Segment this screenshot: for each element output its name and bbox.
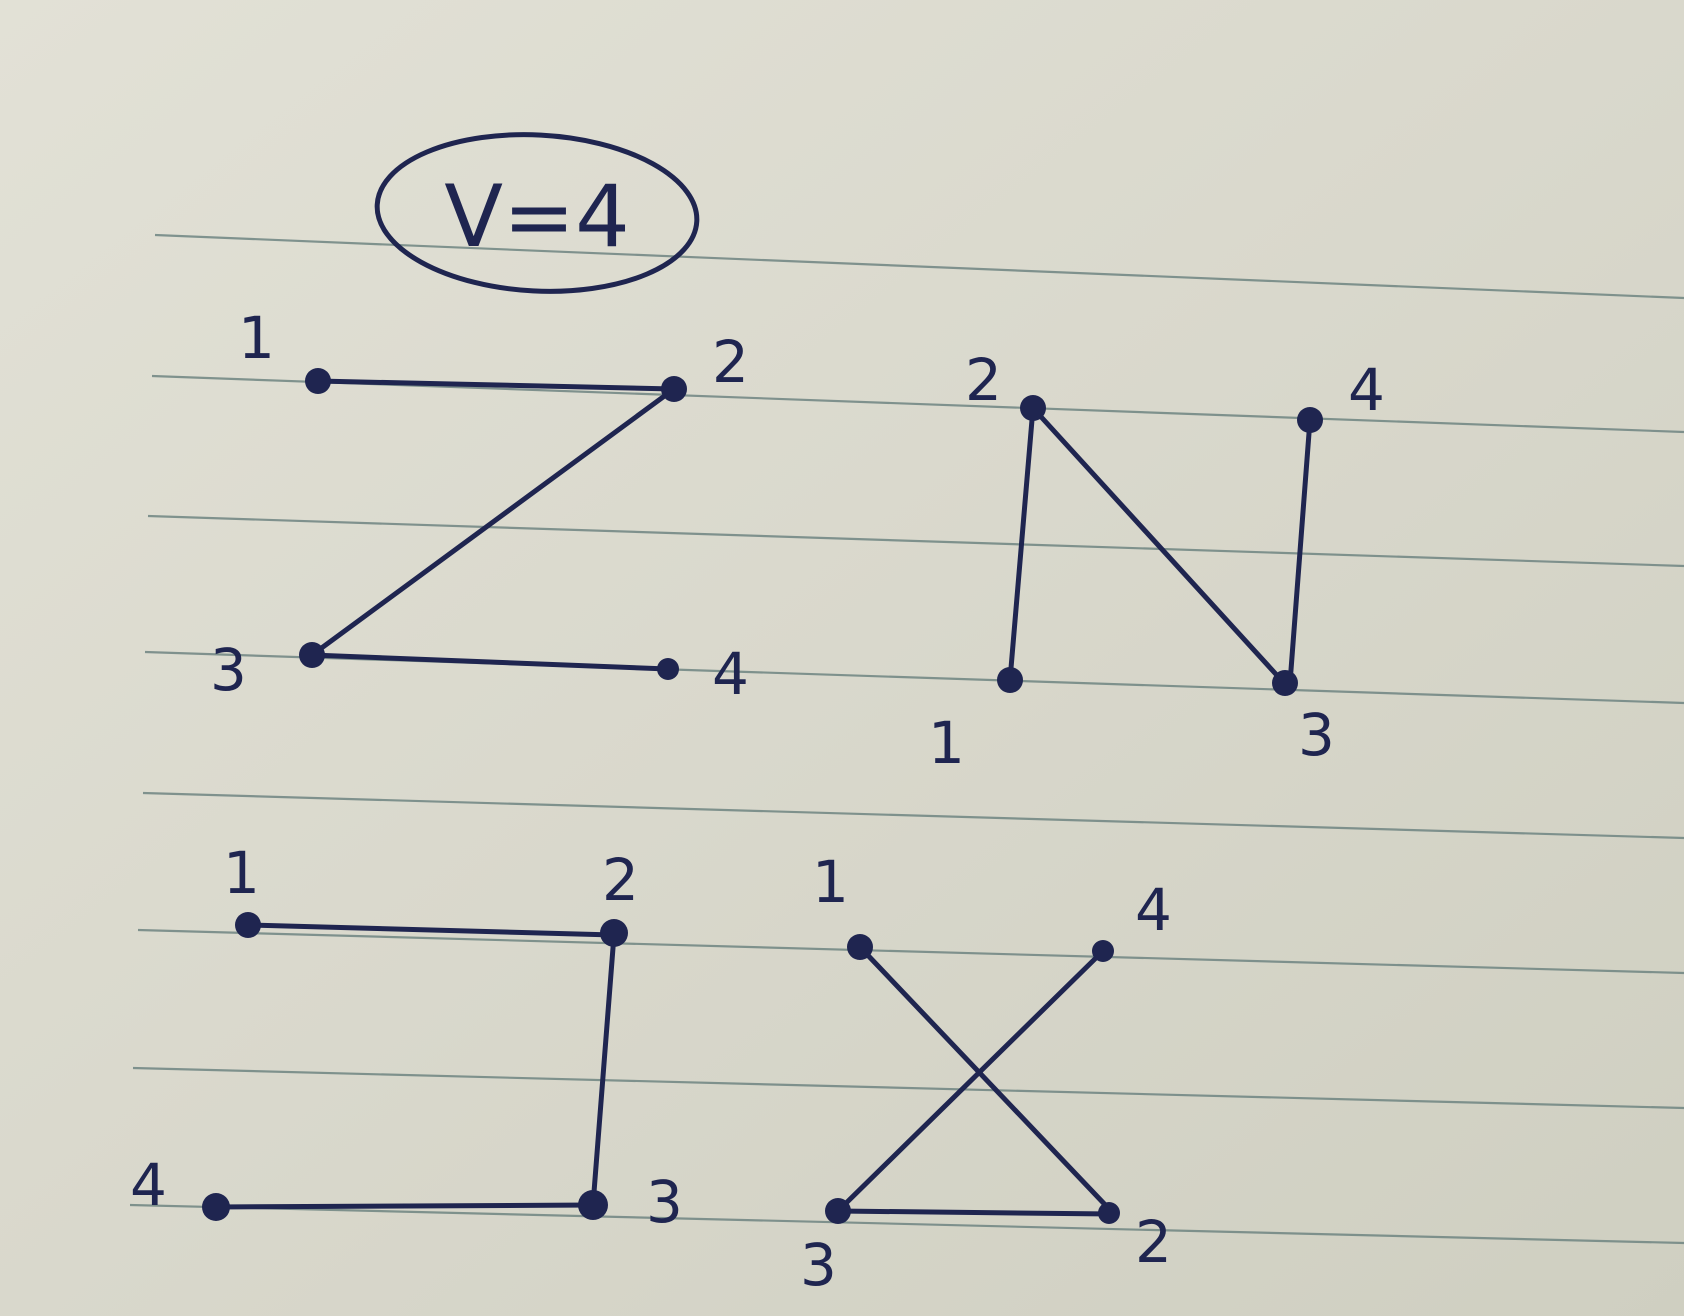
- vertex: [600, 919, 628, 947]
- vertex-label: 4: [712, 640, 749, 708]
- ruled-line: [147, 514, 1684, 568]
- edge: [1030, 405, 1287, 686]
- vertex-label: 4: [1135, 876, 1172, 944]
- edge: [213, 1202, 596, 1210]
- edge: [1287, 417, 1313, 686]
- ruled-line: [129, 1203, 1684, 1245]
- edge: [1007, 405, 1036, 683]
- vertex-label: 1: [238, 304, 275, 372]
- vertex-label: 2: [602, 846, 639, 914]
- edge: [245, 922, 617, 938]
- edge: [309, 652, 671, 672]
- vertex-label: 1: [928, 709, 965, 777]
- vertex: [1297, 407, 1323, 433]
- ruled-line: [142, 791, 1684, 840]
- edge: [857, 944, 1115, 1215]
- vertex: [305, 368, 331, 394]
- title-ellipse: [374, 132, 700, 294]
- vertex-label: 1: [812, 848, 849, 916]
- edge: [590, 932, 617, 1208]
- vertex: [1272, 670, 1298, 696]
- ruled-line: [137, 928, 1684, 975]
- title-group: V=4: [374, 132, 700, 294]
- vertex: [235, 912, 261, 938]
- graph-z: 1 2 3 4: [210, 304, 749, 708]
- graph-x: 1 4 3 2: [800, 848, 1172, 1299]
- title-text: V=4: [444, 167, 630, 267]
- edge: [835, 948, 1106, 1214]
- vertex-label: 3: [646, 1168, 683, 1236]
- ruled-line: [132, 1066, 1684, 1110]
- vertex: [1020, 395, 1046, 421]
- vertex: [657, 658, 679, 680]
- vertex: [1098, 1202, 1120, 1224]
- edge: [315, 378, 677, 392]
- vertex-label: 3: [210, 636, 247, 704]
- vertex: [1092, 940, 1114, 962]
- vertex-label: 4: [1348, 356, 1385, 424]
- vertex-label: 1: [223, 839, 260, 907]
- vertex-label: 2: [712, 328, 749, 396]
- vertex-label: 4: [130, 1151, 167, 1219]
- edge: [835, 1208, 1115, 1217]
- vertex: [997, 667, 1023, 693]
- edge: [309, 386, 677, 658]
- graph-n: 2 4 1 3: [928, 346, 1385, 777]
- vertex: [202, 1193, 230, 1221]
- vertex-label: 2: [1135, 1208, 1172, 1276]
- vertex: [825, 1198, 851, 1224]
- vertex: [299, 642, 325, 668]
- vertex: [661, 376, 687, 402]
- vertex: [847, 934, 873, 960]
- vertex: [578, 1190, 608, 1220]
- graph-square: 1 2 4 3: [130, 839, 683, 1236]
- ruled-line: [154, 233, 1684, 300]
- vertex-label: 3: [1298, 701, 1335, 769]
- vertex-label: 3: [800, 1231, 837, 1299]
- vertex-label: 2: [965, 346, 1002, 414]
